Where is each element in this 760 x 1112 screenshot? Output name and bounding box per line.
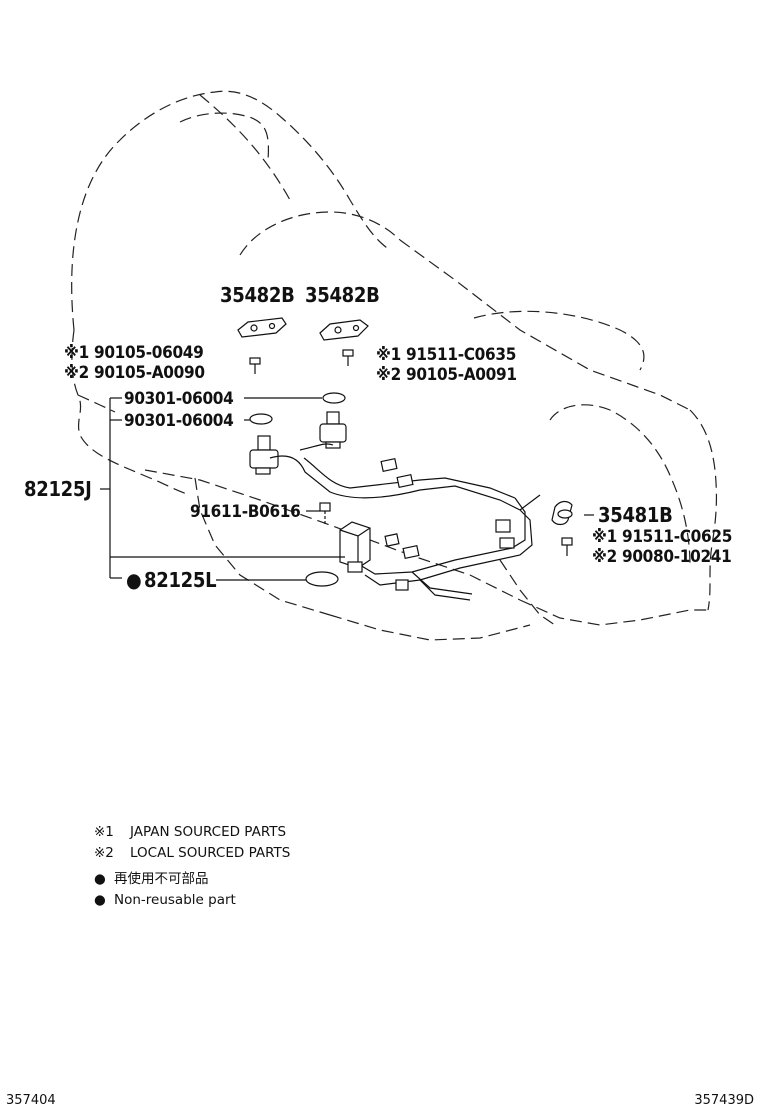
legend-non-reusable-jp: 再使用不可部品 (114, 870, 209, 887)
legend-local: LOCAL SOURCED PARTS (130, 845, 290, 861)
label-bolt-right-j: 91511-C0635 (406, 345, 516, 365)
label-harness-assy: 82125J (24, 477, 92, 501)
legend-mark-local: ※2 (94, 845, 114, 861)
sensor-lower (249, 435, 279, 475)
label-bolt-right-l: 90105-A0091 (406, 365, 517, 385)
legend-dot-en: ● (94, 892, 106, 908)
label-bracket-left: 35482B (220, 283, 295, 307)
label-harness-sub: 82125L (144, 568, 216, 592)
legend-non-reusable-en: Non-reusable part (114, 892, 236, 908)
bracket-right (319, 319, 369, 341)
mark-local-clamp: ※2 (592, 547, 617, 567)
label-bolt-connector: 91611-B0616 (190, 502, 300, 522)
mark-japan-left: ※1 (64, 343, 89, 363)
legend-mark-japan: ※1 (94, 824, 114, 840)
mark-non-reusable-82125l: ● (126, 568, 141, 592)
callout-labels: 35482B 35482B ※1 90105-06049 ※2 90105-A0… (24, 283, 732, 592)
footer-right-code: 357439D (694, 1093, 754, 1108)
mark-japan-clamp: ※1 (592, 527, 617, 547)
legend-japan: JAPAN SOURCED PARTS (129, 824, 286, 840)
label-clamp: 35481B (598, 503, 673, 527)
label-oring-lower: 90301-06004 (124, 411, 233, 431)
mark-local-right: ※2 (376, 365, 401, 385)
oring-82125l (305, 571, 339, 587)
label-oring-upper: 90301-06004 (124, 389, 233, 409)
legend: ※1 JAPAN SOURCED PARTS ※2 LOCAL SOURCED … (94, 824, 290, 908)
bolt-right-icon (342, 349, 354, 366)
wire-harness (269, 443, 541, 601)
bolt-connector-icon (319, 502, 331, 525)
label-bracket-right: 35482B (305, 283, 380, 307)
label-bolt-left-j: 90105-06049 (94, 343, 203, 363)
clamp-35481b (551, 500, 573, 526)
oring-upper (322, 392, 346, 404)
leader-lines (100, 397, 594, 581)
clamp-bolt-icon (561, 537, 573, 556)
legend-dot-jp: ● (94, 871, 106, 887)
mark-local-left: ※2 (64, 363, 89, 383)
mark-japan-right: ※1 (376, 345, 401, 365)
oring-lower (249, 413, 273, 425)
main-connector (339, 521, 371, 573)
footer-left-code: 357404 (6, 1093, 56, 1108)
transmission-outline (71, 90, 718, 641)
sensor-upper (319, 411, 347, 449)
bracket-left (237, 317, 287, 338)
label-clamp-bolt-j: 91511-C0625 (622, 527, 732, 547)
label-clamp-bolt-l: 90080-10241 (622, 547, 731, 567)
bolt-left-icon (249, 357, 261, 374)
label-bolt-left-l: 90105-A0090 (94, 363, 205, 383)
